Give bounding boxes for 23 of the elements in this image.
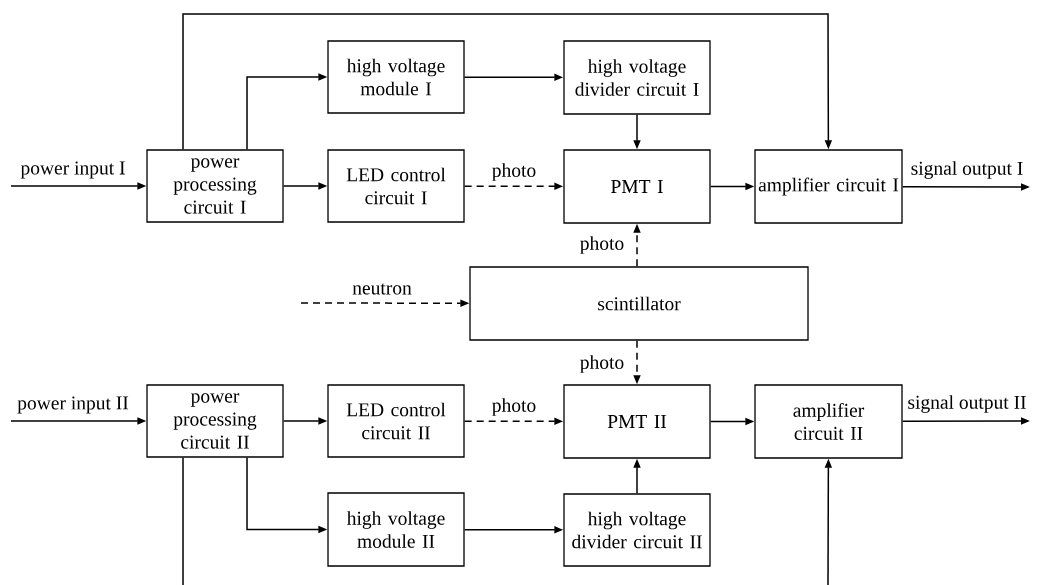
edge-label: photo (580, 236, 624, 254)
block-box: power processing circuit II (146, 384, 284, 458)
edge-label: neutron (352, 283, 412, 295)
block-box: PMT II (563, 384, 711, 459)
edge-label: photo (580, 355, 624, 373)
block-box: power processing circuit I (146, 149, 284, 223)
block-box: amplifier circuit II (754, 384, 903, 459)
block-box: LED control circuit II (327, 384, 465, 458)
block-box: amplifier circuit I (754, 149, 903, 224)
block-box: high voltage module II (327, 492, 465, 567)
block-box: high voltage module I (327, 40, 465, 114)
edge-label: power input II (17, 396, 129, 414)
block-box: PMT I (563, 149, 711, 224)
edge-label: photo (492, 398, 536, 416)
scintillator-box: scintillator (469, 266, 809, 341)
block-box: high voltage divider circuit I (563, 40, 711, 115)
arrow (182, 13, 833, 151)
edge-label: signal output II (908, 395, 1026, 413)
edge-label: power input I (20, 161, 125, 179)
edge-label: signal output I (911, 161, 1023, 179)
block-box: high voltage divider circuit II (563, 493, 711, 567)
edge-label: photo (492, 163, 536, 181)
block-box: LED control circuit I (327, 149, 465, 223)
